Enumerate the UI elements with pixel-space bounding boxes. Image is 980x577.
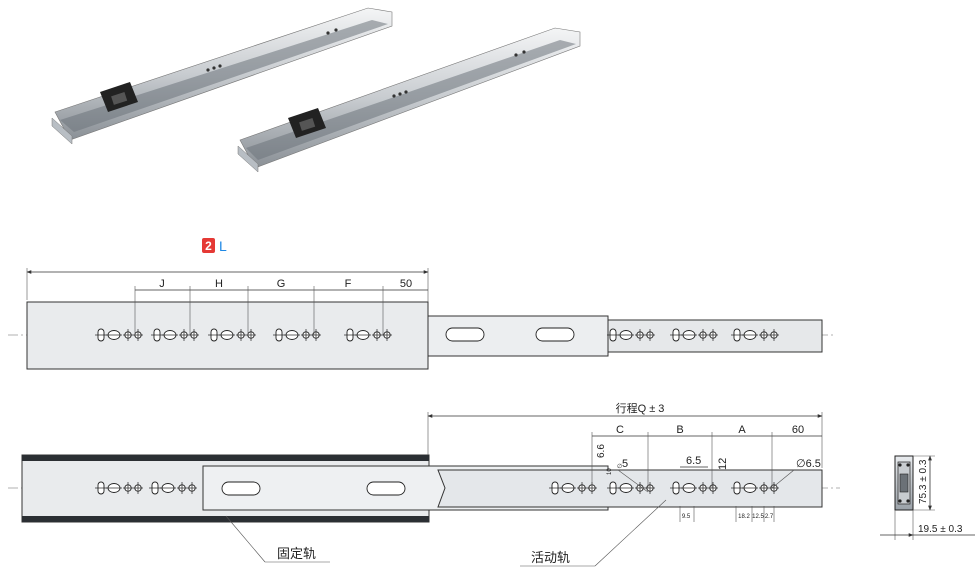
slide-photo-left: [51, 7, 393, 145]
slot-hole: [535, 327, 575, 342]
stroke-label: 行程Q ± 3: [616, 402, 665, 415]
fixed-rail-bottom-edge: [22, 516, 429, 522]
mounting-hole-group: [549, 481, 597, 495]
side-width-label: 19.5 ± 0.3: [918, 524, 963, 535]
mounting-hole-group: [95, 328, 143, 342]
dim-label-f: F: [345, 278, 352, 290]
thickness-label: 6.6: [596, 444, 607, 458]
mounting-hole-group: [670, 328, 718, 342]
dim-label-c: C: [616, 424, 624, 436]
mounting-hole-group: [95, 481, 143, 495]
mounting-hole-group: [344, 328, 392, 342]
fixed-rail-top-edge: [22, 455, 429, 461]
small-dim-2-7: 2.7: [765, 514, 774, 520]
mounting-hole-group: [208, 328, 256, 342]
bottom-view: 行程Q ± 3 C B A 60 6.6 ∅ 5 6.5 12 ∅6.5 9.5…: [8, 402, 840, 567]
dim-label-j: J: [159, 278, 165, 290]
mounting-hole-group: [149, 481, 197, 495]
side-height-label: 75.3 ± 0.3: [918, 459, 929, 504]
hole-pitch-label: 6.5: [686, 455, 701, 467]
badge-number: 2: [205, 239, 212, 253]
mounting-hole-group: [607, 481, 655, 495]
dim-label-b: B: [676, 424, 683, 436]
small-dim-18-2: 18.2: [738, 514, 750, 520]
slide-photo-right: [237, 27, 581, 173]
small-dim-12-5: 12.5: [752, 514, 764, 520]
slot-hole: [445, 327, 485, 342]
dim-label-50: 50: [400, 278, 412, 290]
small-dim-10: 10: [607, 468, 613, 475]
slot-hole: [221, 481, 261, 496]
dim-label-g: G: [277, 278, 286, 290]
mounting-hole-group: [731, 328, 779, 342]
mounting-hole-group: [731, 481, 779, 495]
hole-large-label: ∅6.5: [796, 458, 821, 470]
slot-hole: [366, 481, 406, 496]
dim-label-60: 60: [792, 424, 804, 436]
mounting-hole-group: [670, 481, 718, 495]
hole-small-label: 5: [622, 458, 628, 470]
badge-letter: L: [219, 238, 227, 254]
mounting-hole-group: [151, 328, 199, 342]
mounting-hole-group: [273, 328, 321, 342]
model-badge: 2 L: [202, 238, 227, 254]
dim-label-h: H: [215, 278, 223, 290]
dim-label-a: A: [738, 424, 746, 436]
callout-fixed-rail: 固定轨: [277, 546, 316, 561]
side-view: 75.3 ± 0.3 19.5 ± 0.3: [880, 455, 975, 540]
hole-small-prefix: ∅: [617, 463, 622, 470]
callout-moving-rail: 活动轨: [531, 550, 570, 565]
mounting-hole-group: [607, 328, 655, 342]
top-view: J H G F 50: [8, 268, 835, 370]
height-label: 12: [717, 458, 729, 470]
small-dim-9-5: 9.5: [682, 514, 691, 520]
